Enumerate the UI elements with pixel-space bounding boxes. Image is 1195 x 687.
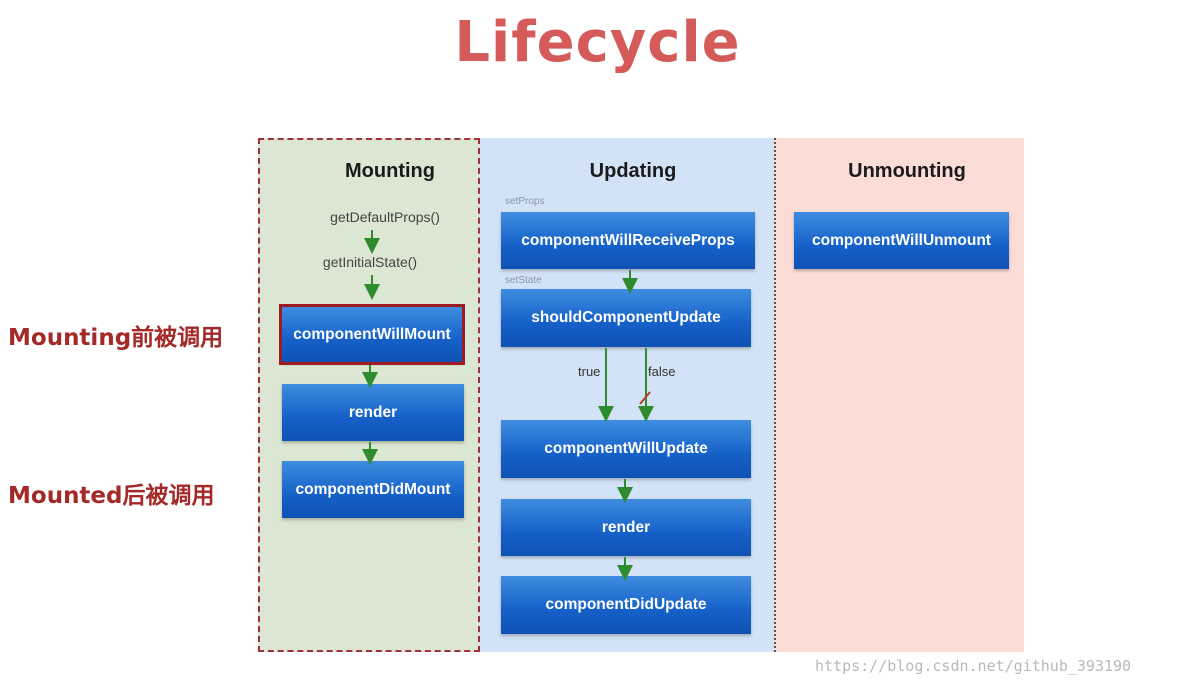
component-will-receive-props-box: componentWillReceiveProps bbox=[501, 212, 755, 269]
component-will-unmount-box: componentWillUnmount bbox=[794, 212, 1009, 269]
before-mount-note: Mounting前被调用 bbox=[8, 325, 224, 351]
false-branch-label: false bbox=[648, 364, 676, 379]
set-state-label: setState bbox=[505, 275, 542, 286]
updating-render-box: render bbox=[501, 499, 751, 556]
after-mount-note: Mounted后被调用 bbox=[8, 483, 215, 509]
page-title: Lifecycle bbox=[454, 10, 741, 75]
set-props-label: setProps bbox=[505, 196, 545, 207]
true-branch-label: true bbox=[578, 364, 601, 379]
watermark-url: https://blog.csdn.net/github_393190 bbox=[815, 657, 1132, 675]
component-did-update-box: componentDidUpdate bbox=[501, 576, 751, 634]
mounting-header: Mounting bbox=[345, 160, 435, 182]
mounting-render-box: render bbox=[282, 384, 464, 441]
updating-header: Updating bbox=[589, 160, 677, 182]
false-branch-blocked-mark bbox=[639, 391, 651, 405]
get-initial-state-label: getInitialState() bbox=[322, 254, 418, 270]
component-will-update-box: componentWillUpdate bbox=[501, 420, 751, 478]
component-will-mount-box: componentWillMount bbox=[279, 304, 465, 365]
get-default-props-label: getDefaultProps() bbox=[330, 209, 440, 225]
component-did-mount-box: componentDidMount bbox=[282, 461, 464, 518]
unmounting-header: Unmounting bbox=[848, 160, 966, 182]
should-component-update-box: shouldComponentUpdate bbox=[501, 289, 751, 347]
